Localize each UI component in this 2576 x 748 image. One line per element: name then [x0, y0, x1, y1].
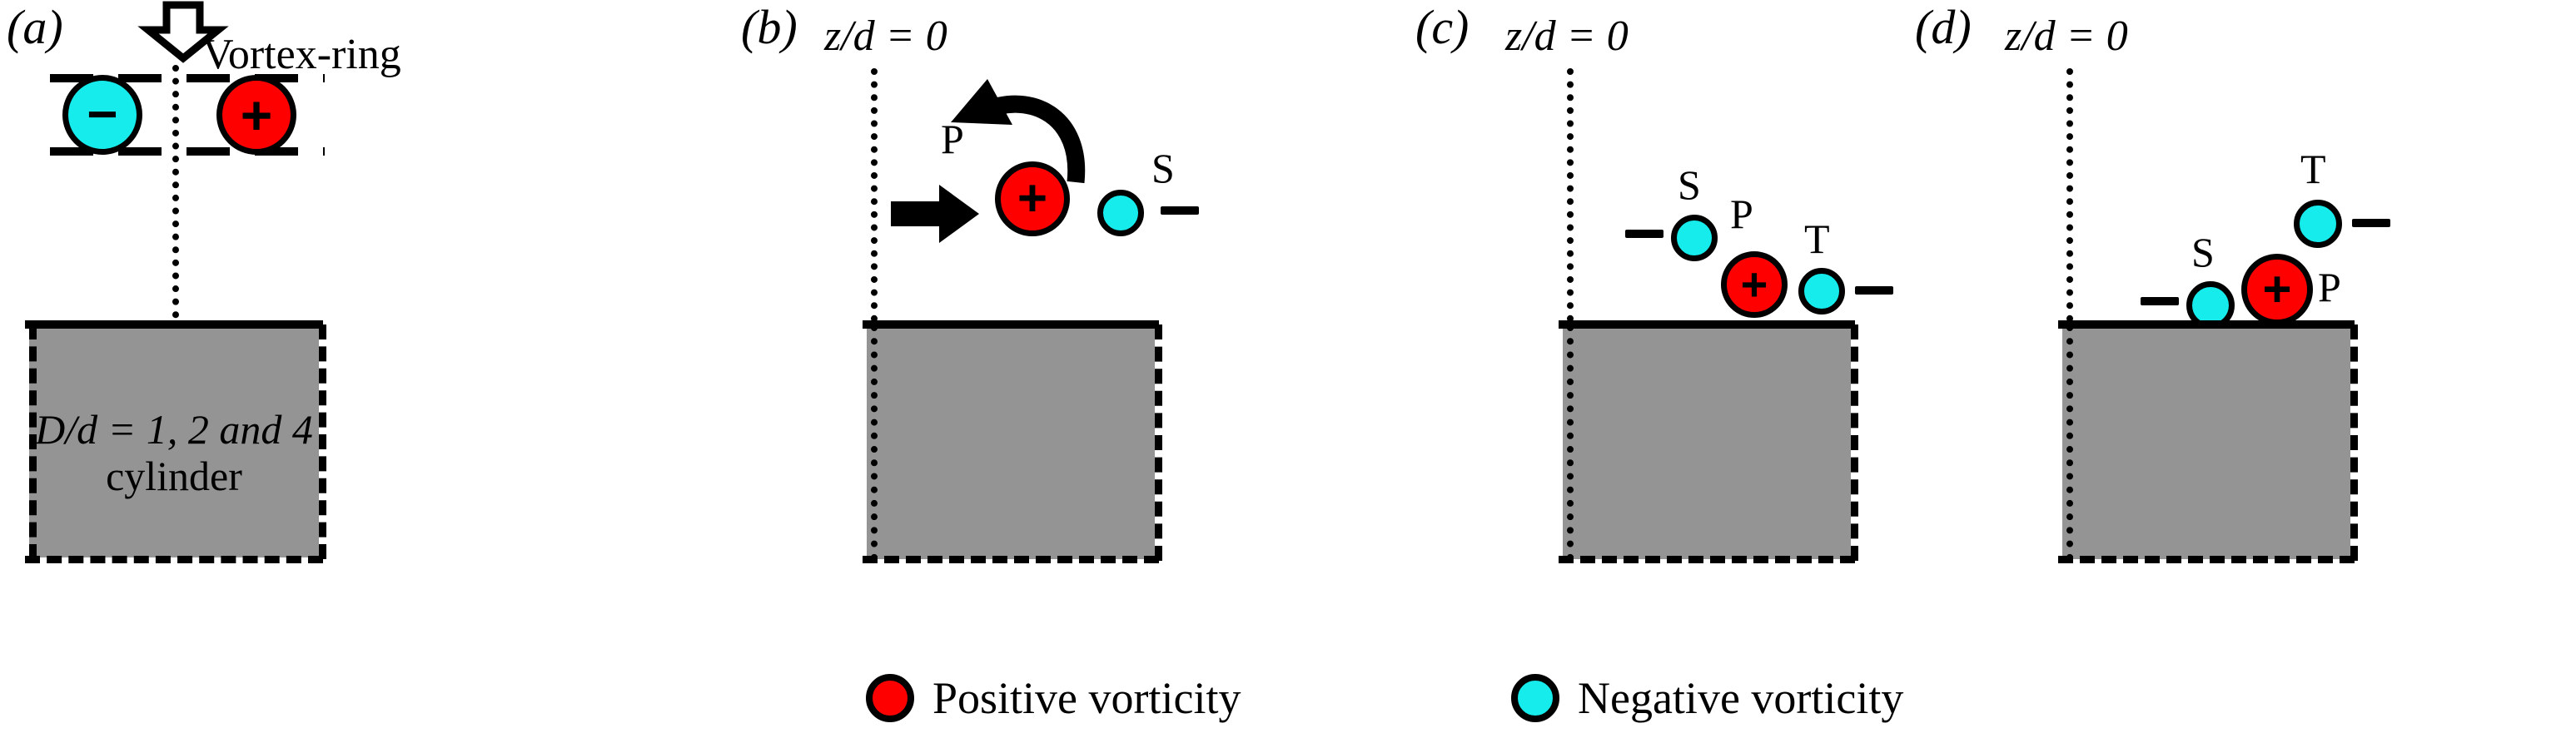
cylinder-block-d-bottom-edge	[2058, 556, 2355, 563]
vortex-negative-a: −	[62, 75, 142, 155]
cylinder-block-a-left-edge	[29, 324, 37, 559]
vortex-P-d-label: P	[2318, 264, 2341, 310]
cylinder-word-text: cylinder	[106, 453, 242, 499]
legend-item-positive: Positive vorticity	[866, 674, 1241, 722]
centerline-a	[172, 65, 179, 331]
cylinder-block-b-right-edge	[1155, 324, 1162, 561]
panel-b: (b) z/d = 0 + P S	[733, 0, 1399, 649]
legend-label-positive: Positive vorticity	[932, 673, 1241, 723]
panel-b-label: (b)	[741, 0, 798, 54]
vortex-T-d	[2294, 200, 2342, 248]
cylinder-block-d-left-edge	[2066, 324, 2073, 561]
down-arrow-icon	[137, 1, 229, 63]
panel-d-label: (d)	[1915, 0, 1972, 54]
cylinder-block-a	[29, 324, 319, 557]
vortex-T-c-minus-sign	[1855, 286, 1893, 295]
vortex-T-d-minus-sign	[2352, 219, 2390, 227]
minus-sign: −	[87, 84, 118, 145]
cylinder-block-d-right-edge	[2350, 324, 2358, 561]
plus-sign: +	[1740, 257, 1768, 310]
cylinder-block-c-right-edge	[1851, 324, 1858, 561]
centerline-d	[2066, 68, 2073, 322]
vortex-S-b-minus-sign	[1161, 206, 1199, 215]
cylinder-block-c-bottom-edge	[1559, 556, 1855, 563]
vortex-P-c: +	[1721, 251, 1788, 318]
vortex-S-c	[1671, 215, 1718, 261]
vortex-ring-label: Vortex-ring	[202, 31, 401, 78]
plus-sign: +	[1017, 170, 1048, 228]
vortex-S-b-label: S	[1151, 145, 1175, 191]
panel-c-label: (c)	[1415, 0, 1470, 54]
plus-sign: +	[2262, 261, 2292, 317]
cylinder-block-c-top-edge	[1559, 320, 1855, 329]
panel-c-axis-label: z/d = 0	[1505, 12, 1629, 60]
vortex-T-d-label: T	[2300, 146, 2326, 192]
panel-a: (a) Vortex-ring − + D/d = 1, 2 and 4	[0, 0, 683, 649]
panel-d: (d) z/d = 0 T S + P	[1907, 0, 2576, 649]
vortex-positive-a: +	[216, 75, 296, 155]
vortex-S-c-label: S	[1678, 161, 1701, 208]
translation-arrow-icon	[891, 185, 979, 243]
vortex-T-c	[1798, 268, 1845, 315]
legend-swatch-negative-icon	[1511, 674, 1559, 722]
cylinder-block-d	[2062, 324, 2350, 559]
panel-a-label: (a)	[7, 0, 63, 54]
cylinder-block-c	[1563, 324, 1851, 559]
cylinder-block-b	[867, 324, 1155, 559]
centerline-c	[1567, 68, 1574, 322]
cylinder-block-c-left-edge	[1567, 324, 1574, 561]
cylinder-block-b-bottom-edge	[863, 556, 1159, 563]
vortex-S-d-label: S	[2191, 229, 2215, 275]
panel-d-axis-label: z/d = 0	[2005, 12, 2128, 60]
panel-b-axis-label: z/d = 0	[824, 12, 947, 60]
cylinder-block-b-left-edge	[871, 324, 878, 561]
cylinder-ratio-text: D/d = 1, 2 and 4	[35, 406, 313, 453]
panel-c: (c) z/d = 0 S + P T	[1407, 0, 2073, 649]
cylinder-block-a-bottom-edge	[25, 556, 323, 563]
vortex-P-c-label: P	[1730, 191, 1753, 237]
vortex-P-d: +	[2241, 254, 2313, 325]
legend-item-negative: Negative vorticity	[1511, 674, 1903, 722]
rotation-arrow-icon	[951, 79, 1086, 184]
vortex-P-b: +	[995, 161, 1070, 236]
centerline-b	[871, 68, 878, 322]
legend-label-negative: Negative vorticity	[1578, 673, 1904, 723]
vortex-S-c-minus-sign	[1625, 230, 1663, 238]
plus-sign: +	[240, 83, 273, 146]
cylinder-block-a-right-edge	[319, 324, 326, 559]
cylinder-block-a-top-edge	[25, 320, 323, 329]
vortex-S-b	[1097, 190, 1144, 236]
vortex-S-d-minus-sign	[2141, 297, 2179, 305]
cylinder-block-d-top-edge	[2058, 320, 2355, 329]
legend-swatch-positive-icon	[866, 674, 914, 722]
vortex-T-c-label: T	[1804, 215, 1830, 262]
cylinder-block-a-text: D/d = 1, 2 and 4 cylinder	[29, 406, 319, 499]
vortex-ring-dashed-lines	[50, 74, 325, 156]
cylinder-block-b-top-edge	[863, 320, 1159, 329]
vortex-P-b-label: P	[941, 116, 964, 162]
